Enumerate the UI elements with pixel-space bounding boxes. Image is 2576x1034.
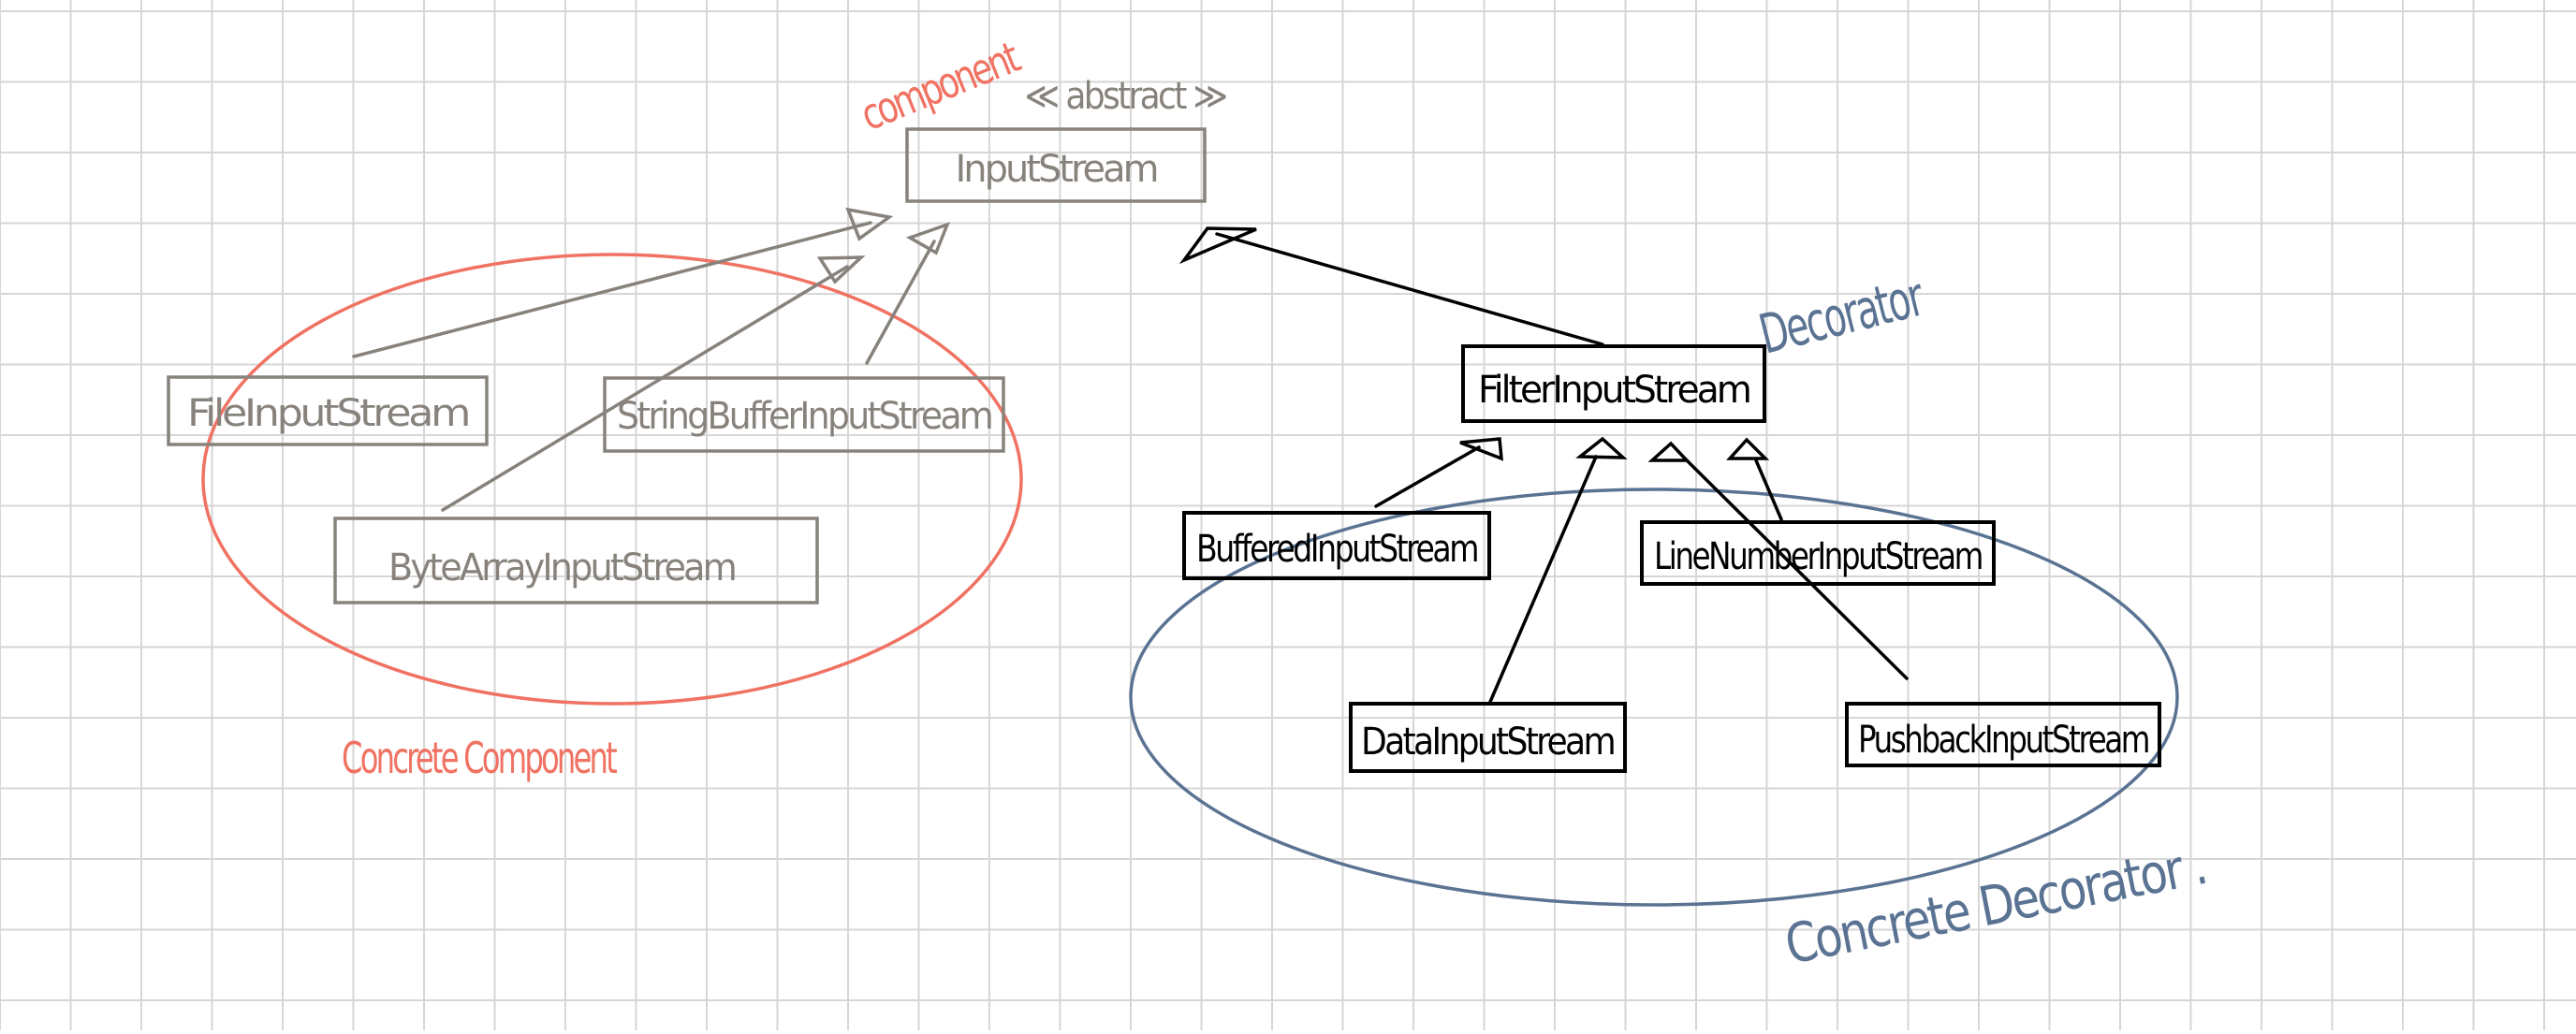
inputstream-label: InputStream (956, 148, 1157, 191)
fileinputstream-box (167, 375, 489, 446)
inputstream-box (905, 127, 1207, 203)
edge-data-to-filter (1488, 455, 1598, 704)
pushbackinputstream-label: PushbackInputStream (1858, 719, 2148, 762)
concrete-component-ellipse (201, 253, 1023, 706)
edge-pushback-to-filter (1683, 457, 1909, 680)
edge-file-to-inputstream (352, 221, 872, 358)
arrowhead-linenumber (1726, 437, 1770, 460)
stringbufferinputstream-box (603, 376, 1005, 453)
edge-bytearray-to-inputstream (441, 265, 849, 512)
datainputstream-label: DataInputStream (1361, 721, 1614, 764)
arrowhead-buffered (1459, 437, 1504, 461)
edge-stringbuffer-to-inputstream (865, 240, 936, 365)
filterinputstream-box (1461, 344, 1766, 423)
arrowhead-filter (1178, 226, 1257, 265)
bytearrayinputstream-label: ByteArrayInputStream (388, 546, 735, 590)
concrete-component-label: Concrete Component (342, 733, 617, 783)
fileinputstream-label: FileInputStream (187, 392, 468, 435)
arrowhead-bytearray (816, 255, 866, 284)
arrowhead-data (1575, 436, 1628, 459)
filterinputstream-label: FilterInputStream (1478, 369, 1749, 412)
decorator-annotation: Decorator (1753, 265, 1930, 367)
inputstream-class: InputStream ≪ abstract ≫ component (854, 32, 1229, 203)
bufferedinputstream-box (1182, 511, 1491, 580)
bytearrayinputstream-box (333, 517, 819, 604)
abstract-stereotype: ≪ abstract ≫ (1025, 75, 1226, 118)
concrete-decorators: BufferedInputStream LineNumberInputStrea… (1182, 511, 2210, 977)
concrete-components: FileInputStream StringBufferInputStream … (167, 375, 1005, 783)
edge-filter-to-inputstream (1215, 232, 1604, 346)
bufferedinputstream-label: BufferedInputStream (1196, 528, 1477, 571)
arrowhead-file (845, 207, 894, 241)
stringbufferinputstream-label: StringBufferInputStream (617, 395, 991, 438)
datainputstream-box (1349, 702, 1627, 773)
edge-buffered-to-filter (1374, 445, 1481, 508)
pushbackinputstream-box (1845, 702, 2161, 767)
linenumberinputstream-label: LineNumberInputStream (1654, 535, 1982, 578)
arrowhead-stringbuffer (905, 222, 951, 255)
arrowhead-pushback (1647, 441, 1691, 462)
concrete-decorator-ellipse (1129, 488, 2179, 907)
linenumberinputstream-box (1640, 520, 1996, 586)
edge-linenumber-to-filter (1754, 459, 1783, 521)
component-inheritance-edges (352, 207, 951, 512)
component-annotation: component (854, 32, 1027, 140)
decorator-inheritance-edges (1178, 226, 1909, 704)
